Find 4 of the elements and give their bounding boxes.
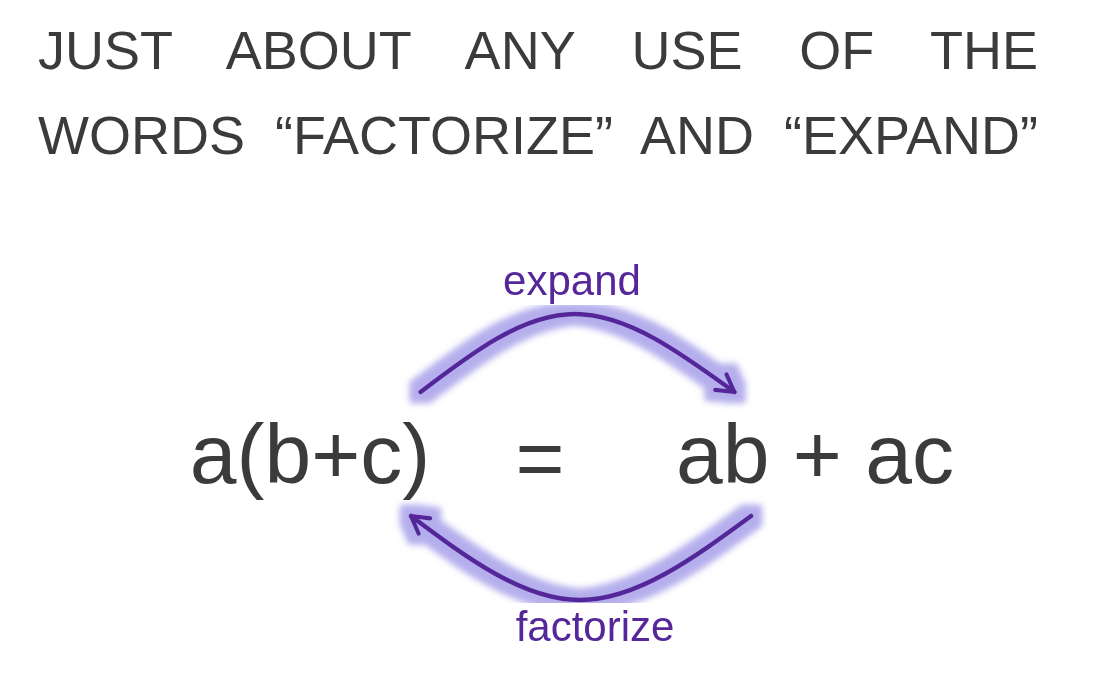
title: JUST ABOUT ANY USE OF THE WORDS “FACTORIZE” AND “EXPAND” [38,19,1038,167]
equals-sign: = [515,410,565,506]
math-expression: a(b+c) [189,392,431,516]
math-expression: ab + ac [676,392,954,516]
